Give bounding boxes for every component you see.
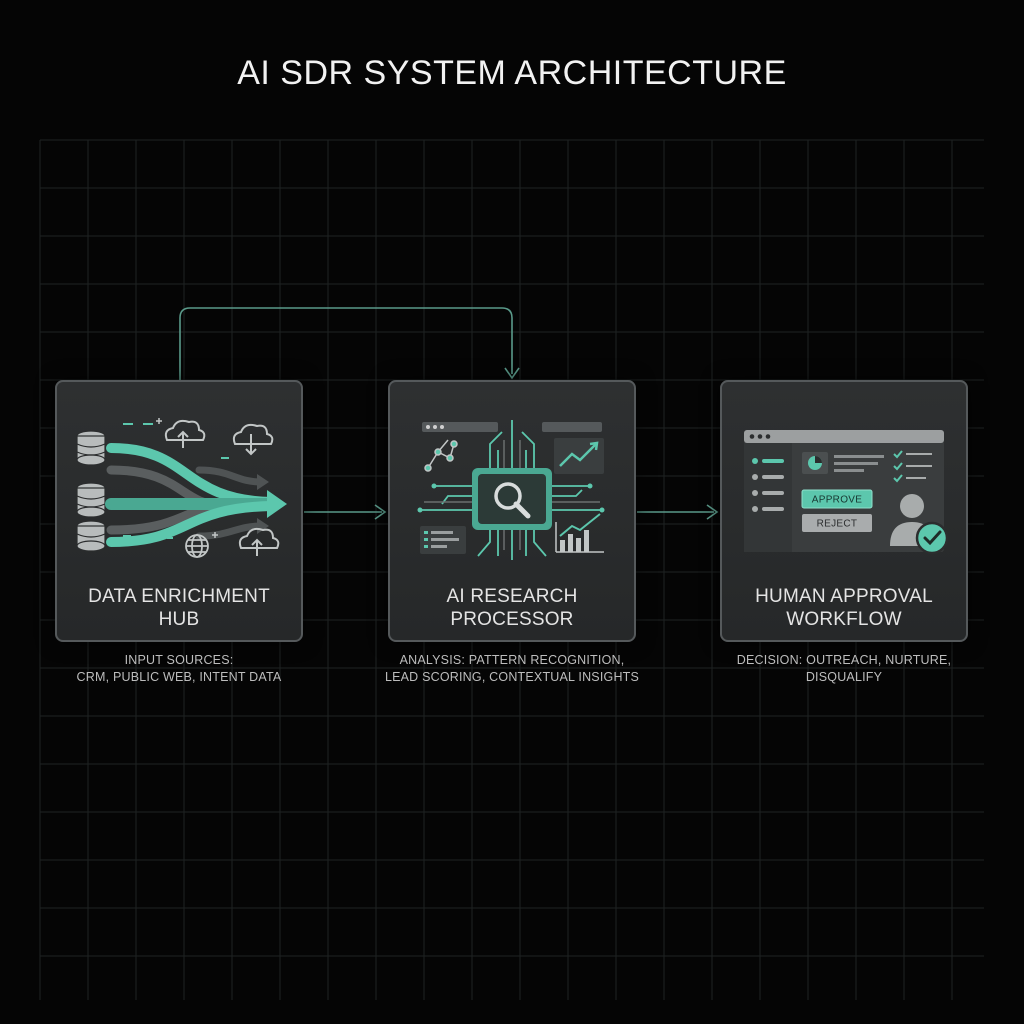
card-caption: ANALYSIS: PATTERN RECOGNITION, LEAD SCOR… — [352, 652, 672, 686]
merge-arrows-icon — [105, 443, 277, 547]
card-title-line: HUMAN APPROVAL — [755, 586, 933, 607]
cloud-upload-icon — [238, 527, 280, 556]
card-title-line: DATA ENRICHMENT — [88, 586, 270, 607]
bar-chart-icon — [555, 513, 604, 553]
card-title-line: PROCESSOR — [450, 609, 574, 630]
reject-button-label: REJECT — [817, 519, 858, 530]
pie-chart-icon — [802, 452, 884, 474]
plus-marks — [156, 418, 218, 538]
flow-dashes — [123, 423, 229, 539]
check-badge-icon — [915, 521, 949, 555]
ai-research-illustration — [417, 420, 605, 560]
card-title-line: WORKFLOW — [786, 609, 902, 630]
arrowhead-research — [374, 504, 387, 520]
card-title: AI RESEARCH PROCESSOR — [390, 585, 634, 631]
card-title-line: HUB — [158, 609, 200, 630]
database-icon — [76, 520, 106, 552]
human-approval-illustration: APPROVE REJECT — [744, 430, 949, 555]
card-caption: INPUT SOURCES: CRM, PUBLIC WEB, INTENT D… — [19, 652, 339, 686]
globe-icon — [185, 534, 209, 558]
approve-button-label: APPROVE — [812, 495, 862, 506]
card-title: HUMAN APPROVAL WORKFLOW — [722, 585, 966, 631]
sidebar-list-icon — [752, 458, 784, 512]
feedback-arrowhead — [504, 367, 520, 380]
database-icon — [76, 430, 106, 466]
database-icon — [76, 482, 106, 518]
arrowhead-approval — [706, 504, 719, 520]
caption-line: ANALYSIS: PATTERN RECOGNITION, — [399, 653, 625, 667]
cloud-upload-icon — [164, 419, 206, 448]
merge-arrowhead — [267, 490, 287, 518]
data-enrichment-hub-card[interactable]: DATA ENRICHMENT HUB — [55, 380, 303, 642]
magnifier-chip-icon — [472, 468, 552, 530]
diagram-title: AI SDR SYSTEM ARCHITECTURE — [237, 54, 787, 92]
approve-button[interactable]: APPROVE — [801, 489, 873, 509]
cloud-download-icon — [232, 423, 274, 456]
reject-button[interactable]: REJECT — [802, 514, 872, 532]
trend-chart-icon — [554, 438, 604, 474]
trace-nodes — [417, 483, 605, 513]
caption-line: DISQUALIFY — [805, 670, 883, 684]
browser-bar-icon — [422, 422, 602, 432]
human-approval-workflow-card[interactable]: APPROVE REJECT HUMAN APPROVAL WORKFLOW — [720, 380, 968, 642]
card-title-line: AI RESEARCH — [446, 586, 578, 607]
card-caption: DECISION: OUTREACH, NURTURE, DISQUALIFY — [684, 652, 1004, 686]
network-graph-icon — [424, 439, 458, 472]
data-enrichment-illustration — [76, 418, 287, 558]
circuit-traces — [420, 420, 602, 560]
circuit-traces-muted — [424, 440, 600, 550]
feedback-connector — [179, 307, 513, 380]
checklist-icon — [893, 450, 932, 483]
caption-line: CRM, PUBLIC WEB, INTENT DATA — [76, 670, 282, 684]
card-title: DATA ENRICHMENT HUB — [57, 585, 301, 631]
code-window-icon — [420, 526, 466, 554]
caption-line: DECISION: OUTREACH, NURTURE, — [736, 653, 952, 667]
caption-line: LEAD SCORING, CONTEXTUAL INSIGHTS — [384, 670, 640, 684]
caption-line: INPUT SOURCES: — [124, 653, 234, 667]
ai-research-processor-card[interactable]: AI RESEARCH PROCESSOR — [388, 380, 636, 642]
